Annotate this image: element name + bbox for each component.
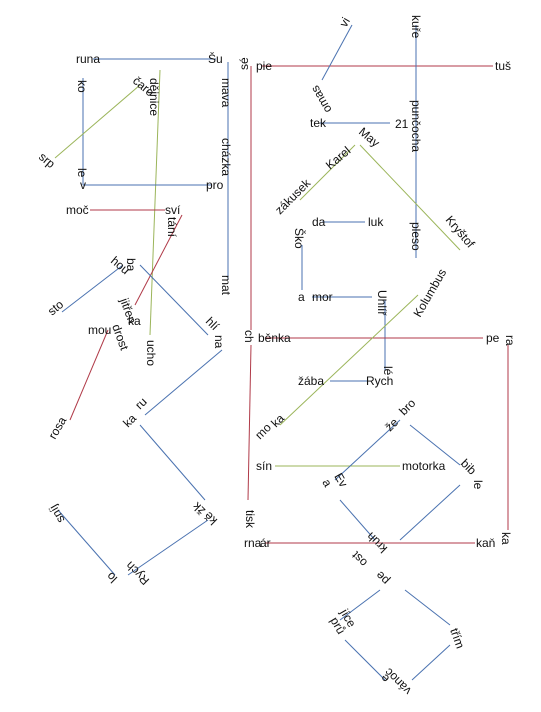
edge <box>339 499 376 541</box>
edge <box>411 644 451 681</box>
word-label: da <box>312 215 326 229</box>
word-label: ra <box>503 335 517 346</box>
word-label: sé <box>237 57 251 70</box>
word-label: třím <box>447 626 467 650</box>
word-label: runa <box>76 52 100 66</box>
word-label: Uhlíř <box>375 290 389 316</box>
edge <box>139 264 209 336</box>
word-label: zákusek <box>272 175 314 217</box>
word-label: ka <box>128 314 141 328</box>
word-label: mat <box>219 275 233 296</box>
word-label: v <box>80 178 86 192</box>
word-label: žába <box>298 374 324 388</box>
word-label: mor <box>312 290 333 304</box>
word-label: lo <box>103 569 120 586</box>
edge <box>299 144 356 201</box>
word-label: ucho <box>144 340 158 366</box>
word-label: kaň <box>476 536 495 550</box>
word-label: tání <box>165 217 179 238</box>
word-label: mou <box>88 323 111 337</box>
word-label: cházka <box>219 138 233 176</box>
word-label: bro <box>396 396 418 418</box>
word-label: běnka <box>258 331 291 345</box>
word-label: ár <box>260 536 271 550</box>
word-label: ch <box>242 330 256 343</box>
word-label: ka <box>268 411 287 430</box>
word-label: motorka <box>402 459 446 473</box>
word-label: a <box>298 290 305 304</box>
word-label: pro <box>206 178 224 192</box>
edge <box>134 214 183 306</box>
word-label: Ško <box>292 228 307 249</box>
word-label: omas <box>308 83 335 115</box>
word-label: sví <box>165 203 181 217</box>
word-label: ko <box>75 80 89 93</box>
edge <box>339 589 381 621</box>
word-label: pleso <box>409 222 423 251</box>
word-label: Šu <box>208 51 223 66</box>
word-label: Kolumbus <box>410 266 449 319</box>
edge <box>247 344 252 501</box>
edge <box>57 509 116 576</box>
word-label: ka <box>499 532 513 545</box>
edge <box>139 424 206 501</box>
word-label: Ev <box>331 471 350 490</box>
edge <box>409 424 461 466</box>
word-label: kruh <box>364 529 390 555</box>
word-label: May <box>356 125 382 150</box>
word-label: pe <box>486 331 500 345</box>
word-label: tisk <box>243 510 257 529</box>
word-label: pe <box>373 568 393 588</box>
word-label: ka <box>120 411 139 430</box>
edge <box>334 419 401 481</box>
word-label: ost <box>348 548 370 570</box>
word-label: ru <box>132 395 149 412</box>
edge <box>149 69 161 336</box>
word-label: pie <box>256 59 272 73</box>
word-label: ba <box>124 258 138 272</box>
word-label: sto <box>45 297 67 318</box>
word-label: dějnice <box>147 78 161 116</box>
word-label: sníj <box>46 502 67 525</box>
word-label: hlí <box>203 314 222 333</box>
word-label: moč <box>66 203 89 217</box>
edge <box>359 144 461 251</box>
edge-layer <box>54 24 509 681</box>
edge <box>61 264 124 313</box>
edge <box>279 294 419 426</box>
word-label: rna <box>244 536 262 550</box>
word-label: punčocha <box>409 100 423 152</box>
word-label: 21 <box>395 117 409 131</box>
edge <box>127 519 209 576</box>
label-layer: runa Šu ko čaro dějnice mava srp le v pr… <box>36 15 517 698</box>
word-label: že <box>382 415 401 434</box>
word-label: kuře <box>409 15 423 39</box>
word-label: Rych <box>366 374 393 388</box>
word-label: le <box>471 480 485 490</box>
word-label: Rych <box>123 559 152 588</box>
word-label: na <box>212 335 226 349</box>
edge <box>69 329 109 421</box>
word-label: luk <box>368 215 384 229</box>
word-label: Kryštof <box>443 213 478 251</box>
edge <box>344 639 386 681</box>
edge <box>321 24 353 81</box>
word-label: a <box>319 477 335 490</box>
word-label: tek <box>310 116 327 130</box>
word-label: le <box>75 168 89 178</box>
word-label: tuš <box>495 59 511 73</box>
word-label: Karel <box>323 144 353 173</box>
word-label: mava <box>219 78 233 108</box>
word-label: lé <box>381 366 395 376</box>
edge <box>144 349 223 416</box>
edge <box>404 589 451 626</box>
word-label: srp <box>36 150 58 172</box>
word-label: bib <box>458 456 479 477</box>
edge <box>399 484 461 541</box>
word-label: rosa <box>45 414 69 441</box>
edge <box>54 84 141 159</box>
word-label: sín <box>256 459 272 473</box>
